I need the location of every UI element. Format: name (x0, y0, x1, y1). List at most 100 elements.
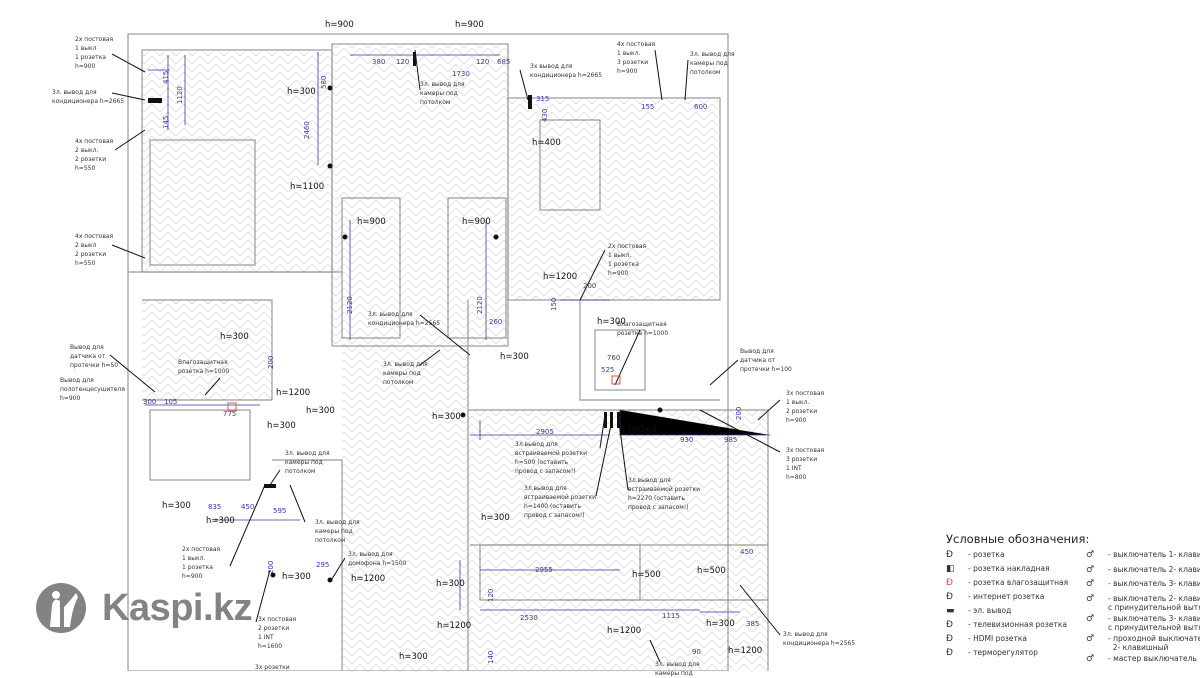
dimension-label: 295 (316, 561, 330, 569)
dimension-label: 300 (143, 398, 157, 406)
annotation-note: 3л. вывод для камеры под потолком (420, 81, 465, 106)
dimension-label: 580 (320, 75, 328, 89)
dimension-label: 1730 (452, 70, 470, 78)
dimension-label: 145 (162, 115, 170, 129)
legend-item: Ð- телевизионная розетка (946, 620, 1068, 634)
annotation-note: 3л.вывод для встраиваемой розетки h=1400… (524, 485, 597, 519)
height-label: h=300 (162, 501, 191, 511)
legend-label: - розетка (968, 550, 1005, 559)
annotation-note: 2х постовая 1 выкл. 1 розетка h=900 (608, 243, 647, 277)
height-label: h=300 (287, 87, 316, 97)
kaspi-logo: Kaspi.kz (36, 583, 253, 633)
dimension-label: 2460 (303, 121, 311, 139)
thermostat-icon: Ð (946, 648, 953, 658)
height-label: h=300 (481, 513, 510, 523)
height-label: h=300 (306, 406, 335, 416)
dimension-label: 200 (735, 406, 743, 420)
annotation-note: Вывод для датчика от протечки h=50 (70, 344, 119, 369)
dimension-label: 525 (601, 366, 615, 374)
legend-label: - выключатель 1- клавишный (1108, 550, 1200, 559)
annotation-note: Влагозащитная розетка h=1000 (178, 359, 230, 375)
height-label: h=300 (597, 317, 626, 327)
legend-label: - эл. вывод (968, 606, 1012, 615)
annotation-note: 4х постовая 2 выкл 2 розетки h=550 (75, 233, 114, 267)
annotation-note: 3х розетки (255, 664, 290, 671)
legend-label: - выключатель 2- клавишный (1108, 564, 1200, 574)
legend-item: ♂- мастер выключатель (1086, 654, 1200, 669)
dimension-lines (145, 52, 770, 613)
height-label: h=1200 (728, 646, 763, 656)
dimension-label: 2530 (520, 614, 538, 622)
dimension-label: 985 (724, 436, 738, 444)
annotation-note: 2х постовая 1 выкл 1 розетка h=900 (75, 36, 114, 70)
electrical-outlet-icon: ▬ (946, 606, 955, 616)
height-label: h=560 (628, 425, 657, 435)
height-label: h=300 (436, 579, 465, 589)
legend-label: - розетка накладная (968, 564, 1050, 573)
annotation-note: 3л.вывод для встраиваемой розетки h=500 … (515, 441, 588, 475)
legend-label: - HDMI розетка (968, 634, 1028, 643)
dimension-label: 90 (692, 648, 701, 656)
dimension-label: 120 (476, 58, 490, 66)
legend-item: ▬ - эл. вывод (946, 606, 1068, 620)
legend-item: Ð - розетка (946, 550, 1068, 564)
dimension-label: 120 (396, 58, 410, 66)
height-label: h=300 (206, 516, 235, 526)
legend-label: - проходной выключатель 2- клавишный (1108, 633, 1200, 652)
height-label: h=1200 (437, 621, 472, 631)
waterproof-socket (227, 402, 237, 412)
dimension-label: 450 (740, 548, 754, 556)
master-switch-icon: ♂ (1086, 653, 1095, 664)
annotation-note: 3х постовая 3 розетки 1 INT h=800 (786, 447, 825, 481)
height-label: h=900 (325, 20, 354, 30)
height-label: h=900 (462, 217, 491, 227)
legend-item: ♂- выключатель 1- клавишный (1086, 550, 1200, 565)
annotation-note: 3х вывод для кондиционера h=2665 (530, 63, 603, 79)
hdmi-socket-icon: Ð (946, 634, 953, 644)
socket-icon: Ð (946, 550, 953, 560)
dimension-label: 1115 (662, 612, 680, 620)
dimension-label: 200 (583, 282, 597, 290)
legend-item: ◧ - розетка накладная (946, 564, 1068, 578)
annotation-note: 3х постовая 2 розетки 1 INT h=1600 (258, 616, 297, 650)
annotation-note: Влагозащитная розетка h=1000 (617, 321, 669, 337)
legend-item: ♂- выключатель 2- клавишный (1086, 565, 1200, 580)
switch-3-key-fan-icon: ♂ (1086, 613, 1095, 624)
annotation-note: 3л. вывод для камеры под потолком (383, 361, 428, 386)
dimension-label: 105 (164, 398, 178, 406)
annotation-note: 2х постовая 1 выкл. 1 розетка h=900 (182, 546, 221, 580)
legend-item: Ð - HDMI розетка (946, 634, 1068, 648)
dimension-label: 200 (267, 355, 275, 369)
annotation-note: 4х постовая 1 выкл. 3 розетки h=900 (617, 41, 656, 75)
legend-label: - терморегулятор (968, 648, 1038, 657)
dimension-label: 150 (550, 297, 558, 311)
dimension-label: 2905 (536, 428, 554, 436)
switch-2-key-fan-icon: ♂ (1086, 593, 1095, 604)
legend-label: - телевизионная розетка (968, 620, 1067, 629)
height-label: h=1200 (543, 272, 578, 282)
legend-label: - выключатель 2- клавишный с принудитель… (1108, 593, 1200, 612)
pass-through-switch-icon: ♂ (1086, 633, 1095, 644)
height-label: h=300 (220, 332, 249, 342)
dimension-label: 140 (487, 650, 495, 664)
surface-socket-icon: ◧ (946, 564, 955, 574)
annotation-note: 3л. вывод для камеры под (655, 661, 700, 677)
dimension-label: 380 (372, 58, 386, 66)
height-label: h=900 (357, 217, 386, 227)
annotation-note: 3л. вывод для камеры под потолком (315, 519, 360, 544)
dimension-label: 385 (746, 620, 760, 628)
height-label: h=300 (399, 652, 428, 662)
annotation-note: Вывод для датчика от протечки h=100 (740, 348, 792, 373)
height-label: h=900 (455, 20, 484, 30)
annotation-note: 3л. вывод для камеры под потолком (690, 51, 735, 76)
dimension-label: 835 (208, 503, 222, 511)
annotation-note: 3л. вывод для камеры под потолком (285, 450, 330, 475)
dimension-label: 2955 (535, 566, 553, 574)
legend-label: - интернет розетка (968, 592, 1045, 601)
annotation-note: 3л.вывод для встраиваемой розетки h=2270… (628, 477, 701, 511)
dimension-label: 450 (241, 503, 255, 511)
height-label: h=500 (697, 566, 726, 576)
height-label: h=1200 (351, 574, 386, 584)
height-label: h=300 (282, 572, 311, 582)
